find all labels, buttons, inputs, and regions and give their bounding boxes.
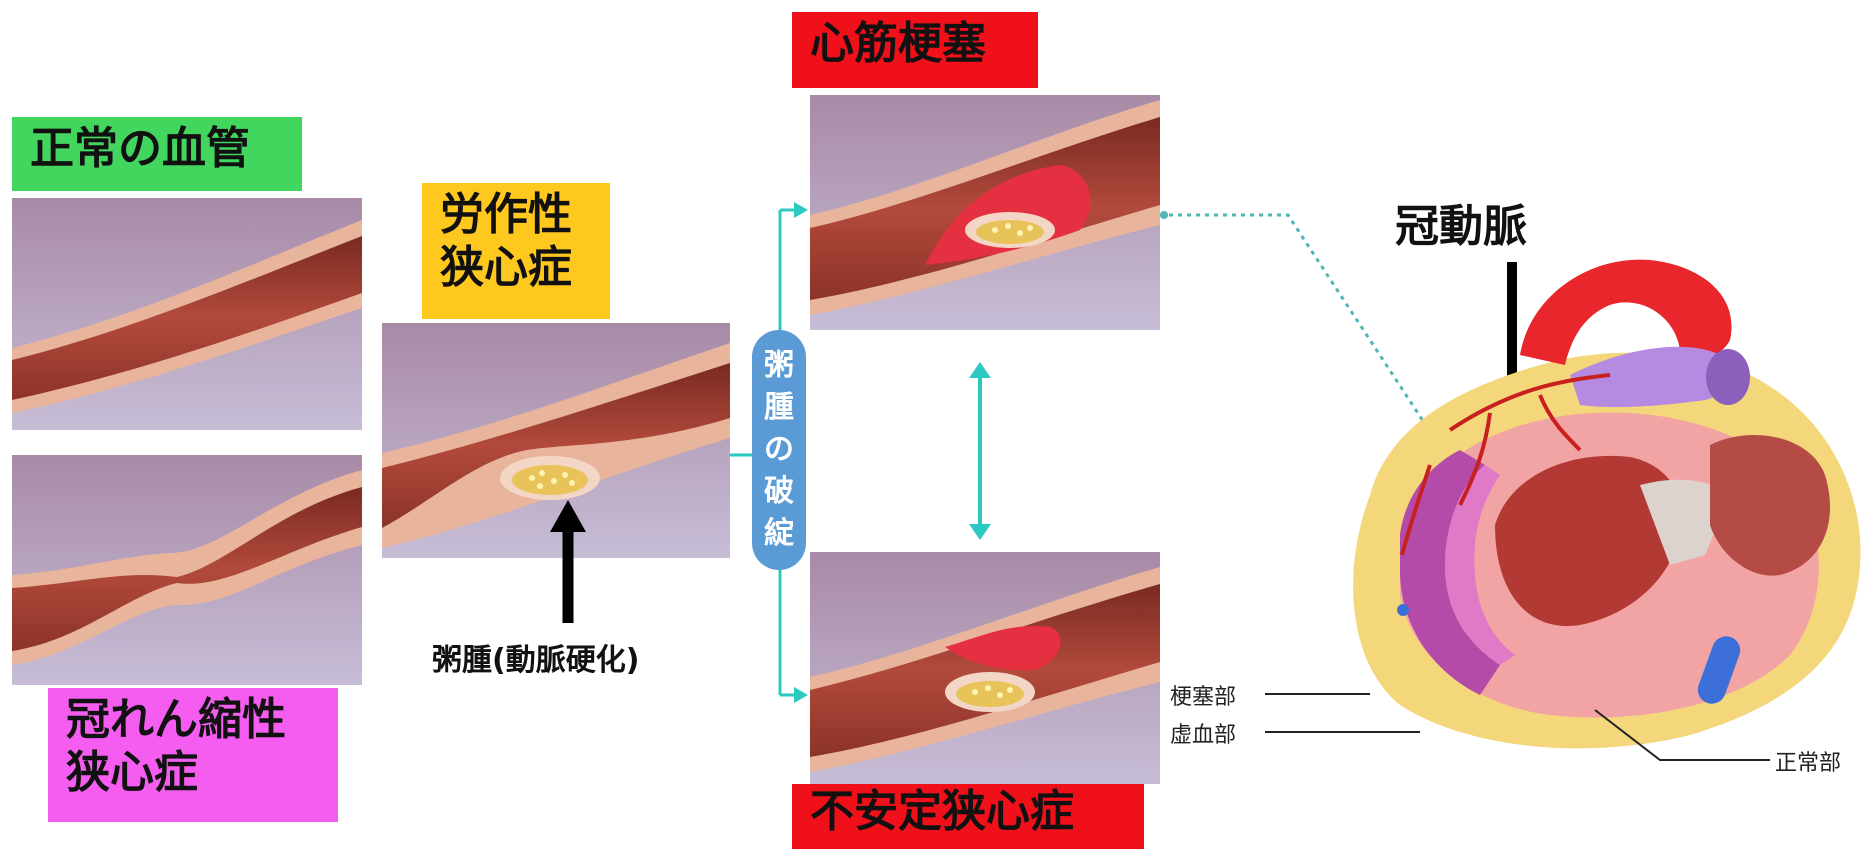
unstable-vessel-illustration — [810, 552, 1160, 784]
normal-vessel-illustration — [12, 198, 362, 430]
label-normal-vessel: 正常の血管 — [12, 117, 302, 191]
label-unstable-angina: 不安定狭心症 — [792, 784, 1144, 849]
heart-region-leader-lines — [1265, 693, 1770, 761]
mi-vessel-illustration — [810, 95, 1160, 330]
coronary-dotted-connector — [1160, 211, 1467, 486]
heart-cross-section — [1353, 259, 1861, 749]
atheroma-pointer-arrow — [550, 500, 586, 623]
rupture-pill — [752, 330, 806, 570]
label-exertional-angina: 労作性 狭心症 — [422, 183, 610, 319]
infarct-area-label: 梗塞部 — [1170, 685, 1237, 710]
vessel-panel-vasospastic — [12, 455, 362, 685]
ischemic-area-label: 虚血部 — [1170, 723, 1237, 748]
vessel-panel-mi — [810, 95, 1160, 330]
heart-illustration-panel — [1310, 235, 1870, 780]
vessel-panel-unstable — [810, 552, 1160, 784]
normal-area-label: 正常部 — [1775, 751, 1842, 776]
rupture-label: 粥 腫 の 破 綻 — [764, 348, 794, 551]
coronary-artery-label: 冠動脈 — [1395, 201, 1527, 252]
vasospastic-vessel-illustration — [12, 455, 362, 685]
vessel-panel-exertional — [382, 323, 730, 558]
atheroma-label: 粥腫(動脈硬化) — [432, 643, 640, 678]
exertional-vessel-illustration — [382, 323, 730, 558]
label-vasospastic-angina: 冠れん縮性 狭心症 — [48, 688, 338, 822]
bidirectional-arrow — [969, 362, 991, 540]
vessel-panel-normal — [12, 198, 362, 430]
label-myocardial-infarction: 心筋梗塞 — [792, 12, 1038, 88]
